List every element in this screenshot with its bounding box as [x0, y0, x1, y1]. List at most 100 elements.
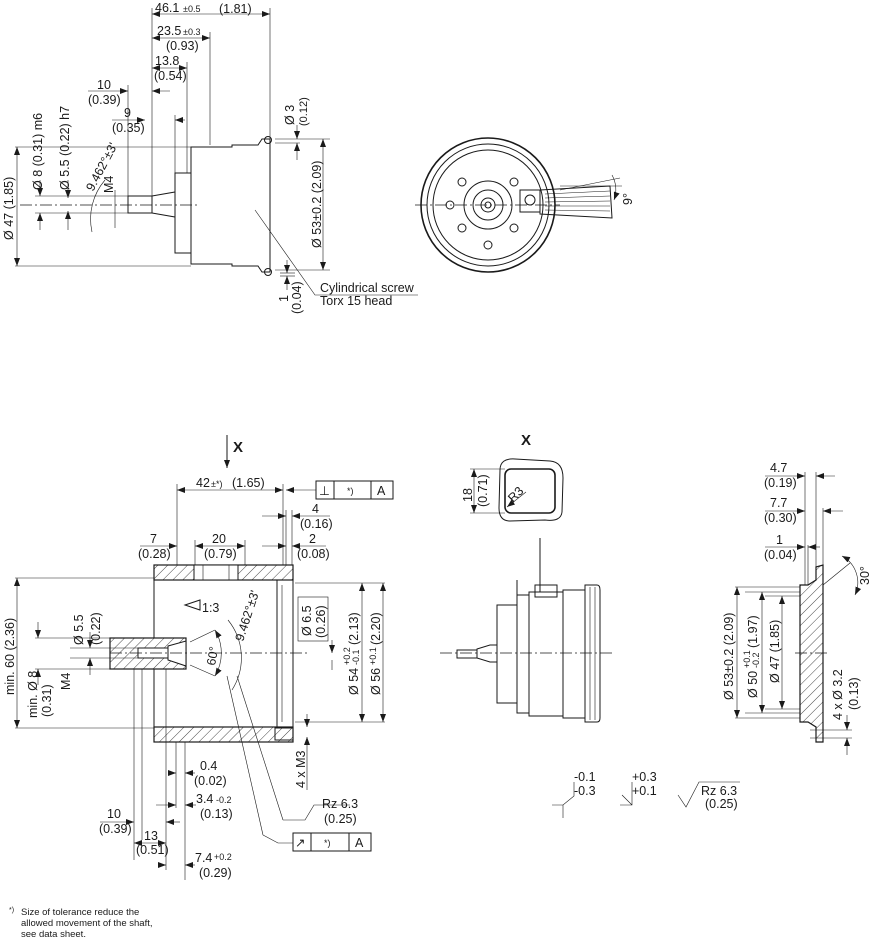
dim-46-inch: (1.81): [219, 2, 252, 16]
dim-7-4-label: 7.4: [195, 851, 212, 865]
holes-inch: (0.13): [847, 677, 861, 710]
runout-frame: ↗ *) A: [292, 832, 372, 852]
dia-47-label: Ø 47 (1.85): [2, 177, 16, 240]
runout-datum: A: [355, 836, 364, 850]
dim-23-tol: ±0.3: [183, 27, 200, 37]
dim-23-label: 23.5: [157, 24, 181, 38]
dim-4-7-inch: (0.19): [764, 476, 797, 490]
dim-20-label: 20: [212, 532, 226, 546]
roughness-inch: (0.25): [324, 812, 357, 826]
perpendicularity-frame: ⊥ *) A: [315, 480, 394, 500]
roughness-label: Rz 6.3: [701, 784, 737, 798]
footnote-line2: allowed movement of the shaft,: [21, 918, 153, 929]
dia-54-tol-lower: -0.1: [351, 649, 361, 665]
dim-46-tol: ±0.5: [183, 4, 200, 14]
dia-3-inch: (0.12): [298, 97, 310, 126]
dim-2-label: 2: [309, 532, 316, 546]
dim-1-label: 1: [776, 533, 783, 547]
dim-3-4-tol: -0.2: [216, 795, 232, 805]
edge-symbols: -0.1 -0.3 +0.3 +0.1 Rz 6.3 (0.25): [552, 770, 740, 818]
view-x-arrow-label: X: [233, 439, 243, 456]
dim-7-7-inch: (0.30): [764, 511, 797, 525]
dia-50-tol-lower: -0.2: [751, 652, 761, 668]
dim-7-7-label: 7.7: [770, 496, 787, 510]
dia-56-inch: (2.20): [369, 612, 383, 645]
roughness-symbol: Rz 6.3 (0.25): [677, 781, 740, 811]
perpendicularity-tol: *): [347, 486, 354, 496]
edge1-bottom: -0.3: [574, 784, 596, 798]
dim-9-label: 9: [124, 106, 131, 120]
roughness-inch: (0.25): [705, 797, 738, 811]
dim-42-tol: ±*): [211, 479, 222, 489]
dia-47-label: Ø 47 (1.85): [768, 620, 782, 683]
dim-20-inch: (0.79): [204, 547, 237, 561]
roughness-label: Rz 6.3: [322, 797, 358, 811]
perpendicularity-datum: A: [377, 484, 386, 498]
min-dia-8-inch: (0.31): [40, 684, 54, 717]
dia-53-label: Ø 53±0.2 (2.09): [722, 613, 736, 700]
dim-0-4-inch: (0.02): [194, 774, 227, 788]
dia-5-5-label: Ø 5.5 (0.22) h7: [58, 106, 72, 190]
dia-5-5-label: Ø 5.5: [72, 614, 86, 645]
angle-label: 9.462°±3': [233, 589, 263, 643]
edge2-bottom: +0.1: [632, 784, 657, 798]
cone-angle-label: 60°: [204, 645, 221, 666]
edge2-top: +0.3: [632, 770, 657, 784]
dim-4-inch: (0.16): [300, 517, 333, 531]
flange-view: 4.7 (0.19) 7.7 (0.30) 1 (0.04) 30° Ø 53±…: [722, 461, 872, 755]
dia-50-inch: (1.97): [746, 615, 760, 648]
dim-46-label: 46.1: [155, 1, 179, 15]
dim-13-label: 13.8: [155, 54, 179, 68]
dim-13-inch: (0.51): [136, 843, 169, 857]
dim-23-inch: (0.93): [166, 39, 199, 53]
dim-13-label: 13: [144, 829, 158, 843]
dim-13-inch: (0.54): [154, 69, 187, 83]
screw-note-line1: Cylindrical screw: [320, 281, 415, 295]
edge1-top: -0.1: [574, 770, 596, 784]
dia-53-label: Ø 53±0.2 (2.09): [310, 161, 324, 248]
dim-3-4-inch: (0.13): [200, 807, 233, 821]
cable-icon: [539, 185, 613, 219]
dia-3-label: Ø 3: [283, 105, 297, 125]
mating-section-view: X: [3, 435, 394, 880]
dia-6-5-label: Ø 6.5: [300, 605, 314, 636]
holes-label: 4 x Ø 3.2: [831, 669, 845, 720]
screw-note-line2: Torx 15 head: [320, 294, 392, 308]
dia-56-tol: +0.1: [368, 647, 378, 665]
encoder-body-outline: [127, 136, 295, 277]
thread-m4-label: M4: [102, 176, 116, 193]
dim-18-label: 18: [461, 488, 475, 502]
dim-10-label: 10: [97, 78, 111, 92]
dim-10-inch: (0.39): [88, 93, 121, 107]
front-view-encoder: 9°: [415, 137, 635, 273]
dim-3-4-label: 3.4: [196, 792, 213, 806]
dia-54-label: Ø 54: [347, 668, 361, 695]
dim-18-inch: (0.71): [476, 474, 490, 507]
dim-7-4-inch: (0.29): [199, 866, 232, 880]
view-x: X 18 (0.71) R3: [440, 432, 615, 723]
view-x-title: X: [521, 432, 531, 449]
dia-54-inch: (2.13): [347, 612, 361, 645]
radius-label: R3: [505, 484, 526, 505]
dim-7-4-tol: +0.2: [214, 852, 232, 862]
dim-9-inch: (0.35): [112, 121, 145, 135]
dim-7-inch: (0.28): [138, 547, 171, 561]
encoder-side-view: [440, 538, 615, 723]
min-60-label: min. 60 (2.36): [3, 618, 17, 695]
dim-4-7-label: 4.7: [770, 461, 787, 475]
dim-4-label: 4: [312, 502, 319, 516]
dim-1-inch: (0.04): [290, 281, 304, 314]
dim-42-label: 42: [196, 476, 210, 490]
thread-m3-label: 4 x M3: [294, 750, 308, 788]
runout-tol: *): [324, 838, 331, 848]
dia-8-label: Ø 8 (0.31) m6: [31, 113, 45, 190]
dim-42-inch: (1.65): [232, 476, 265, 490]
dim-1-inch: (0.04): [764, 548, 797, 562]
footnote-line3: see data sheet.: [21, 929, 86, 940]
dia-54-tol-upper: +0.2: [342, 647, 352, 665]
dia-50-label: Ø 50: [746, 671, 760, 698]
footnote-line1: Size of tolerance reduce the: [21, 907, 139, 918]
thread-m4-label: M4: [59, 673, 73, 690]
